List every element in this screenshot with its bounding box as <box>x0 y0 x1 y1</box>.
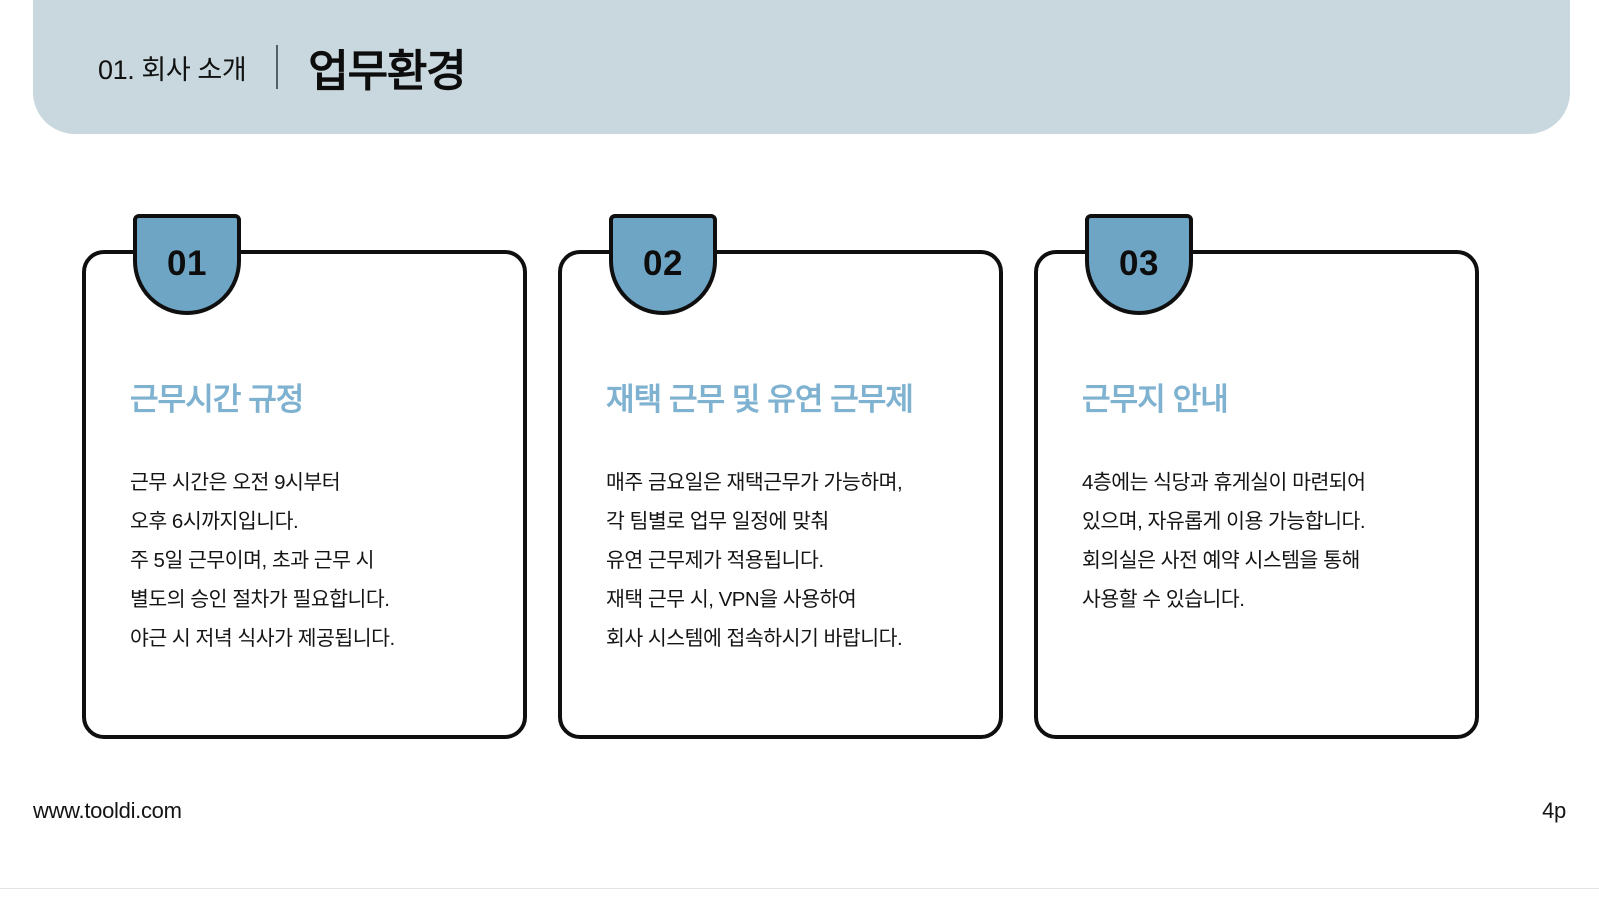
card-body-line: 회사 시스템에 접속하시기 바랍니다. <box>606 627 903 650</box>
card-content: 재택 근무 및 유연 근무제 매주 금요일은 재택근무가 가능하며, 각 팀별로… <box>606 374 975 658</box>
card-body-line: 회의실은 사전 예약 시스템을 통해 <box>1082 549 1360 572</box>
card-body-line: 별도의 승인 절차가 필요합니다. <box>130 588 390 611</box>
card-body: 근무 시간은 오전 9시부터 오후 6시까지입니다. 주 5일 근무이며, 초과… <box>130 463 499 658</box>
card-number-badge: 03 <box>1085 214 1193 315</box>
card-body-line: 야근 시 저녁 식사가 제공됩니다. <box>130 627 395 650</box>
card-content: 근무시간 규정 근무 시간은 오전 9시부터 오후 6시까지입니다. 주 5일 … <box>130 374 499 658</box>
card-number-badge: 01 <box>133 214 241 315</box>
card-body-line: 주 5일 근무이며, 초과 근무 시 <box>130 549 375 572</box>
card-body-line: 각 팀별로 업무 일정에 맞춰 <box>606 510 829 533</box>
card-body-line: 근무 시간은 오전 9시부터 <box>130 471 341 494</box>
card-outline <box>558 250 1003 739</box>
info-card-01: 01 근무시간 규정 근무 시간은 오전 9시부터 오후 6시까지입니다. 주 … <box>82 214 527 739</box>
card-body-line: 사용할 수 있습니다. <box>1082 588 1245 611</box>
card-number-label: 03 <box>1119 244 1159 283</box>
card-body-line: 오후 6시까지입니다. <box>130 510 299 533</box>
card-title: 재택 근무 및 유연 근무제 <box>606 382 914 417</box>
footer-website-url: www.tooldi.com <box>33 798 182 823</box>
breadcrumb-section-label: 01. 회사 소개 <box>98 54 247 85</box>
card-outline <box>1034 250 1479 739</box>
footer-page-number: 4p <box>1542 798 1566 823</box>
info-card-02: 02 재택 근무 및 유연 근무제 매주 금요일은 재택근무가 가능하며, 각 … <box>558 214 1003 739</box>
card-title: 근무지 안내 <box>1082 382 1229 417</box>
card-row: 01 근무시간 규정 근무 시간은 오전 9시부터 오후 6시까지입니다. 주 … <box>82 214 1480 739</box>
card-number-label: 02 <box>643 244 683 283</box>
card-number-badge: 02 <box>609 214 717 315</box>
card-body: 4층에는 식당과 휴게실이 마련되어 있으며, 자유롭게 이용 가능합니다. 회… <box>1082 463 1451 619</box>
card-body-line: 4층에는 식당과 휴게실이 마련되어 <box>1082 471 1366 494</box>
card-content: 근무지 안내 4층에는 식당과 휴게실이 마련되어 있으며, 자유롭게 이용 가… <box>1082 374 1451 619</box>
card-body-line: 있으며, 자유롭게 이용 가능합니다. <box>1082 510 1366 533</box>
page-title: 업무환경 <box>308 47 466 96</box>
slide-bottom-edge <box>0 888 1599 899</box>
card-body-line: 재택 근무 시, VPN을 사용하여 <box>606 588 857 611</box>
card-outline <box>82 250 527 739</box>
card-title: 근무시간 규정 <box>130 382 304 417</box>
header-content: 01. 회사 소개 업무환경 <box>98 0 467 134</box>
card-body: 매주 금요일은 재택근무가 가능하며, 각 팀별로 업무 일정에 맞춰 유연 근… <box>606 463 975 658</box>
info-card-03: 03 근무지 안내 4층에는 식당과 휴게실이 마련되어 있으며, 자유롭게 이… <box>1034 214 1479 739</box>
header-divider <box>276 45 279 89</box>
card-body-line: 매주 금요일은 재택근무가 가능하며, <box>606 471 903 494</box>
header-band: 01. 회사 소개 업무환경 <box>33 0 1570 134</box>
card-number-label: 01 <box>167 244 207 283</box>
card-body-line: 유연 근무제가 적용됩니다. <box>606 549 824 572</box>
